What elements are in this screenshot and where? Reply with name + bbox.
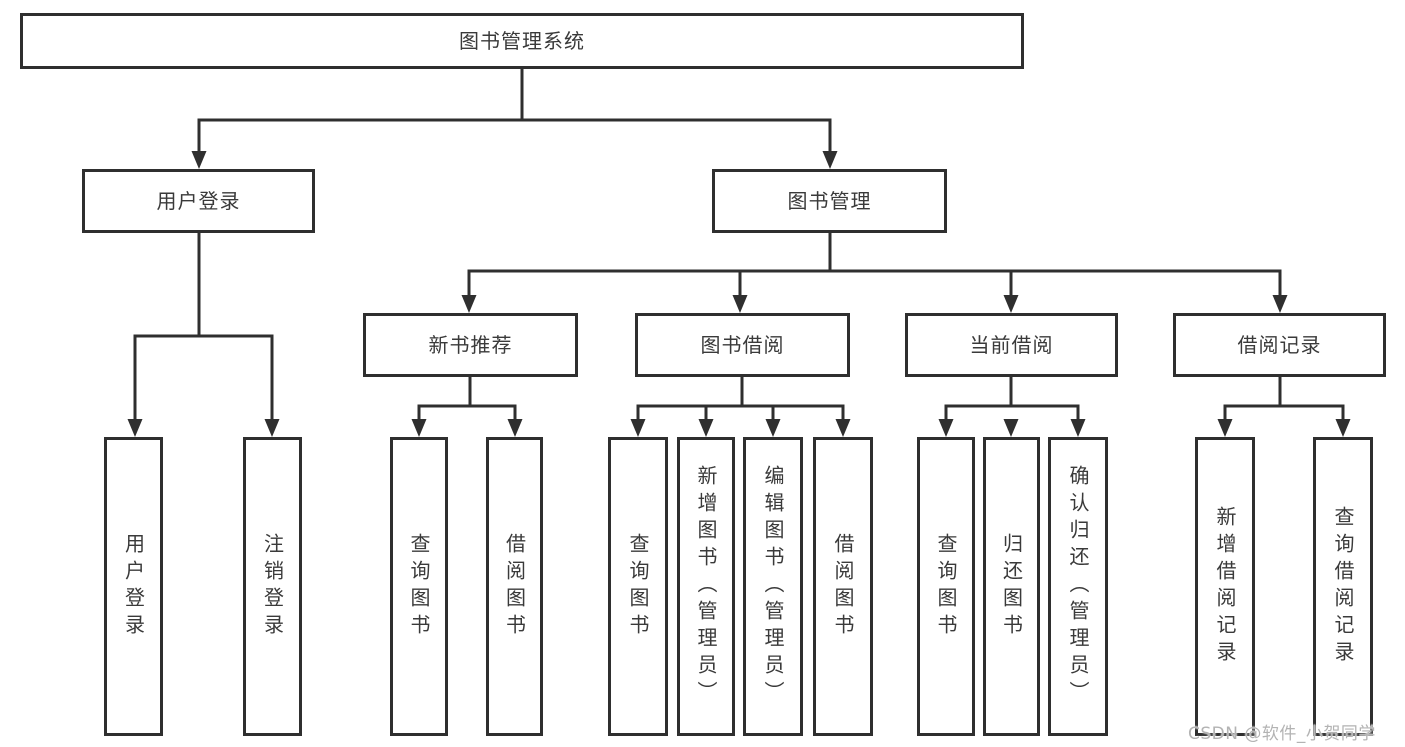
node-label: 查询图书 xyxy=(407,532,431,641)
node-label: 查询图书 xyxy=(934,532,958,641)
node-label: 用户登录 xyxy=(121,532,146,641)
node-new-book-recommend: 新书推荐 xyxy=(363,313,578,377)
node-label: 确认归还（管理员） xyxy=(1066,465,1090,708)
node-leaf-confirm-return-admin: 确认归还（管理员） xyxy=(1048,437,1108,736)
node-leaf-query-books-current: 查询图书 xyxy=(917,437,975,736)
node-leaf-logout: 注销登录 xyxy=(243,437,302,736)
node-label: 编辑图书（管理员） xyxy=(761,465,785,708)
node-leaf-query-books-recommend: 查询图书 xyxy=(390,437,448,736)
node-label: 归还图书 xyxy=(999,532,1024,641)
node-label: 新书推荐 xyxy=(428,333,513,357)
arrowheads xyxy=(127,151,1351,437)
node-label: 图书管理 xyxy=(787,189,872,213)
node-leaf-add-book-admin: 新增图书（管理员） xyxy=(677,437,735,736)
node-label: 图书借阅 xyxy=(700,333,785,357)
node-label: 查询图书 xyxy=(626,532,650,641)
node-label: 查询借阅记录 xyxy=(1331,505,1355,668)
node-leaf-return-book: 归还图书 xyxy=(983,437,1040,736)
node-leaf-query-books-borrowing: 查询图书 xyxy=(608,437,668,736)
node-user-login: 用户登录 xyxy=(82,169,315,233)
node-label: 借阅图书 xyxy=(831,532,855,641)
node-label: 图书管理系统 xyxy=(459,29,585,53)
node-book-management: 图书管理 xyxy=(712,169,947,233)
node-leaf-user-login: 用户登录 xyxy=(104,437,163,736)
node-label: 借阅记录 xyxy=(1237,333,1322,357)
node-book-borrowing: 图书借阅 xyxy=(635,313,850,377)
node-current-borrowing: 当前借阅 xyxy=(905,313,1118,377)
node-label: 用户登录 xyxy=(156,189,241,213)
node-book-management-system: 图书管理系统 xyxy=(20,13,1024,69)
node-leaf-borrow-books-borrowing: 借阅图书 xyxy=(813,437,873,736)
node-label: 新增图书（管理员） xyxy=(694,465,718,708)
node-leaf-borrow-books-recommend: 借阅图书 xyxy=(486,437,543,736)
csdn-watermark: CSDN @软件_小贺同学 xyxy=(1188,724,1376,744)
node-borrowing-records: 借阅记录 xyxy=(1173,313,1386,377)
node-leaf-edit-book-admin: 编辑图书（管理员） xyxy=(743,437,803,736)
node-leaf-add-borrow-record: 新增借阅记录 xyxy=(1195,437,1255,736)
node-label: 新增借阅记录 xyxy=(1213,505,1237,668)
node-label: 当前借阅 xyxy=(969,333,1054,357)
node-leaf-query-borrow-record: 查询借阅记录 xyxy=(1313,437,1373,736)
node-label: 借阅图书 xyxy=(502,532,527,641)
node-label: 注销登录 xyxy=(260,532,285,641)
